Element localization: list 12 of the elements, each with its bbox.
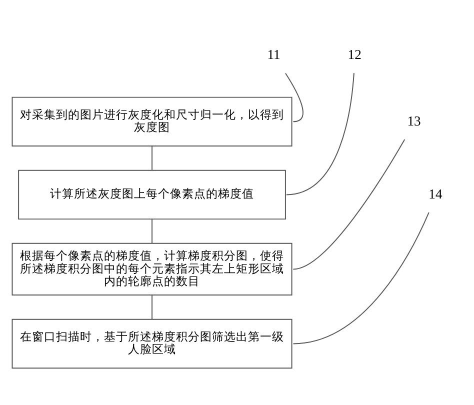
connector [285, 72, 304, 122]
node-box: 根据每个像素点的梯度值，计算梯度积分图，使得所述梯度积分图中的每个元素指示其左上矩形区域内的轮廓点的数目 [12, 242, 292, 296]
node-text: 13 [407, 112, 421, 128]
node-box: 计算所述灰度图上每个像素点的梯度值 [18, 169, 286, 220]
connector [292, 138, 406, 270]
node-box: 对采集到的图片进行灰度化和尺寸归一化，以得到灰度图 [12, 96, 292, 146]
node-text: 12 [348, 46, 362, 62]
node-text: 14 [428, 186, 442, 201]
connector [292, 211, 430, 344]
node-box: 在窗口扫描时，基于所述梯度积分图筛选出第一级人脸区域 [12, 318, 292, 368]
node-text: 11 [267, 46, 280, 62]
connector [286, 72, 354, 195]
